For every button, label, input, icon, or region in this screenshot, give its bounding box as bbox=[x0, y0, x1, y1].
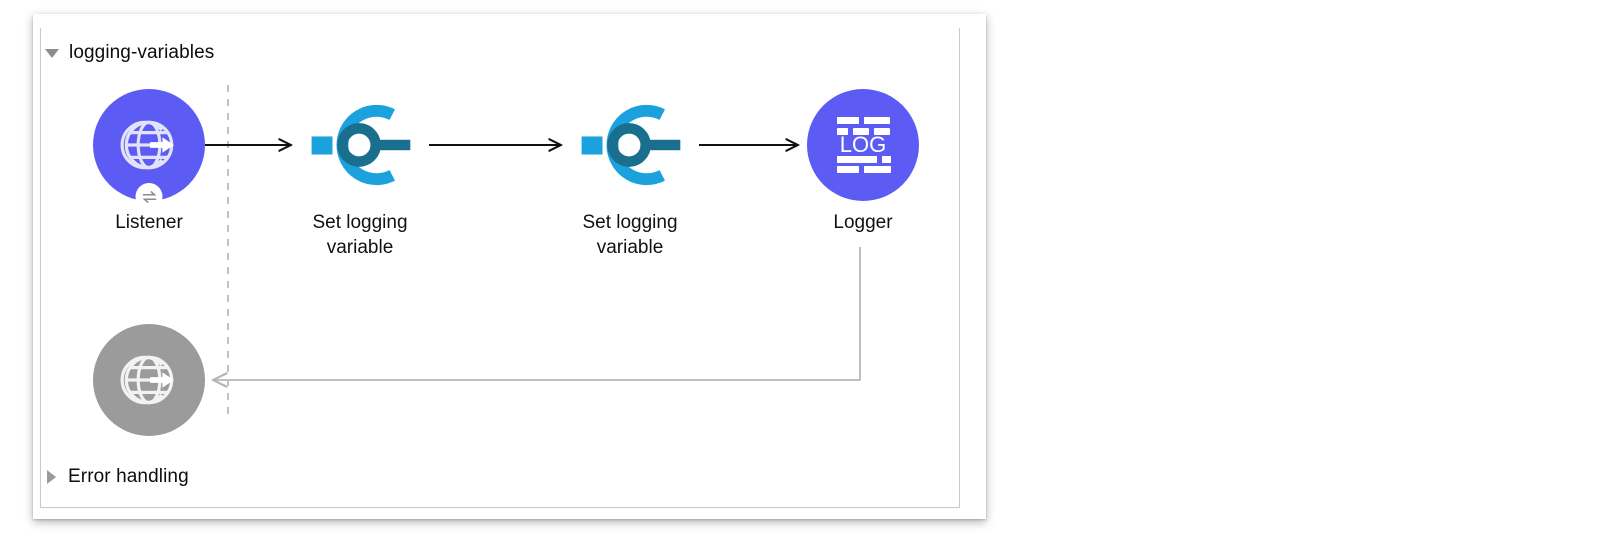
node-logger[interactable]: LOG Logger bbox=[793, 89, 933, 235]
listener-response-icon-circle[interactable] bbox=[93, 324, 205, 436]
set-variable-1-icon-circle[interactable] bbox=[304, 89, 416, 201]
listener-icon-circle[interactable] bbox=[93, 89, 205, 210]
node-listener-response[interactable] bbox=[79, 324, 219, 445]
globe-arrow-icon bbox=[120, 355, 174, 405]
node-label-listener: Listener bbox=[115, 212, 183, 233]
node-set-logging-variable-2[interactable]: Set logging variable bbox=[560, 89, 700, 260]
log-icon-text: LOG bbox=[840, 132, 886, 157]
globe-arrow-icon bbox=[120, 120, 174, 170]
exchange-arrows-icon bbox=[135, 183, 163, 210]
set-variable-icon bbox=[581, 104, 681, 186]
flow-header[interactable]: logging-variables bbox=[45, 42, 214, 64]
node-label-set-logging-variable-2: Set logging variable bbox=[582, 212, 678, 258]
flow-window-panel: logging-variables bbox=[33, 14, 986, 519]
log-icon: LOG bbox=[837, 117, 891, 173]
logger-icon-circle[interactable]: LOG bbox=[807, 89, 919, 201]
node-listener[interactable]: Listener bbox=[79, 89, 219, 235]
node-label-set-logging-variable-1: Set logging variable bbox=[312, 212, 408, 258]
error-handling-label: Error handling bbox=[68, 466, 189, 487]
triangle-down-icon[interactable] bbox=[45, 48, 59, 58]
flow-name-label: logging-variables bbox=[69, 42, 215, 63]
node-label-logger: Logger bbox=[833, 212, 893, 233]
node-set-logging-variable-1[interactable]: Set logging variable bbox=[290, 89, 430, 260]
error-handling-section[interactable]: Error handling bbox=[45, 466, 189, 488]
set-variable-icon bbox=[311, 104, 411, 186]
set-variable-2-icon-circle[interactable] bbox=[574, 89, 686, 201]
triangle-right-icon[interactable] bbox=[47, 470, 56, 484]
